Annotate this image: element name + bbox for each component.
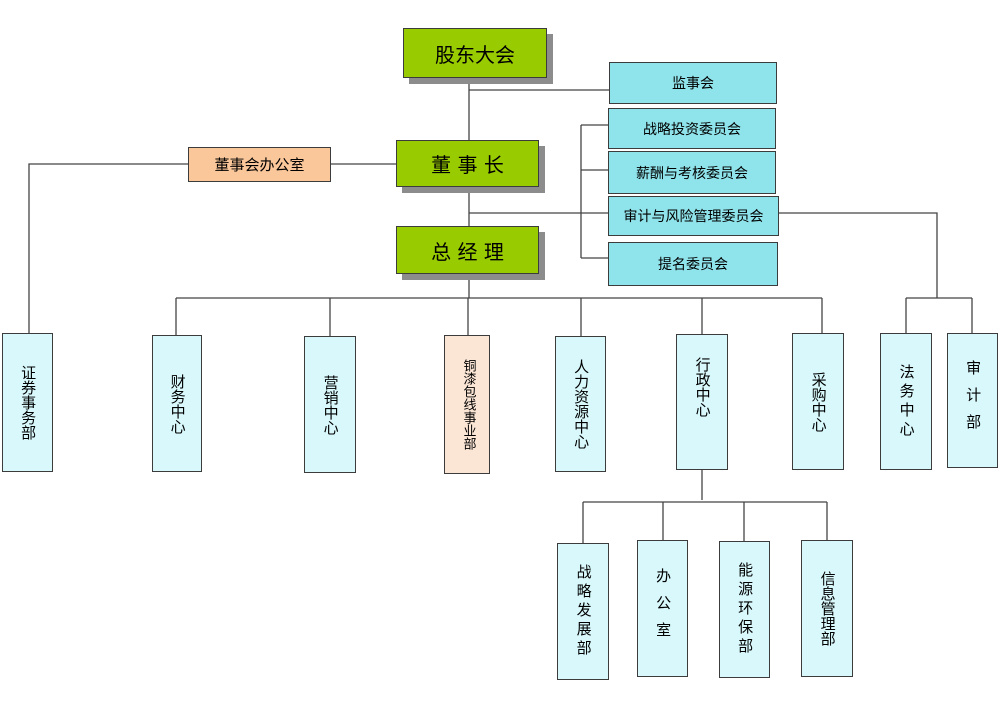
admin-sub-strategy: 战略发展部 <box>557 543 609 680</box>
dept-marketing: 营销中心 <box>304 336 356 473</box>
admin-sub-energy-label: 能源环保部 <box>736 562 755 657</box>
dept-hr-label: 人力资源中心 <box>572 359 591 449</box>
chairman-label: 董 事 长 <box>431 153 504 177</box>
general-manager-box: 总 经 理 <box>396 226 539 274</box>
committee-compensation: 薪酬与考核委员会 <box>608 151 776 194</box>
committee-label: 战略投资委员会 <box>643 121 741 138</box>
shareholders-meeting-box: 股东大会 <box>403 28 547 78</box>
committee-strategy-investment: 战略投资委员会 <box>608 108 776 149</box>
dept-copper-wire-label: 铜漆包线事业部 <box>460 359 476 450</box>
dept-purchase-label: 采购中心 <box>809 371 828 432</box>
admin-sub-strategy-label: 战略发展部 <box>574 564 593 659</box>
committee-label: 审计与风险管理委员会 <box>623 209 764 225</box>
admin-sub-office: 办公室 <box>637 540 688 677</box>
committee-label: 提名委员会 <box>658 257 728 273</box>
shareholders-meeting-label: 股东大会 <box>435 42 515 67</box>
admin-sub-energy: 能源环保部 <box>719 541 770 678</box>
dept-finance-label: 财务中心 <box>168 373 187 434</box>
dept-copper-wire: 铜漆包线事业部 <box>444 335 490 474</box>
committee-audit-risk: 审计与风险管理委员会 <box>608 196 779 236</box>
board-office-label: 董事会办公室 <box>214 156 305 174</box>
dept-admin-label: 行政中心 <box>693 357 712 417</box>
committee-nomination: 提名委员会 <box>608 242 778 286</box>
admin-sub-info: 信息管理部 <box>801 540 853 677</box>
dept-securities: 证券事务部 <box>2 333 53 472</box>
committee-label: 薪酬与考核委员会 <box>636 165 748 182</box>
dept-legal: 法务中心 <box>880 333 932 470</box>
admin-sub-office-label: 办公室 <box>654 568 673 649</box>
dept-hr: 人力资源中心 <box>555 336 606 472</box>
dept-audit: 审计部 <box>947 333 998 468</box>
admin-sub-info-label: 信息管理部 <box>818 571 837 646</box>
general-manager-label: 总 经 理 <box>431 239 504 264</box>
dept-admin: 行政中心 <box>676 334 728 470</box>
dept-marketing-label: 营销中心 <box>321 374 340 435</box>
supervisors-label: 监事会 <box>672 76 714 92</box>
chairman-box: 董 事 长 <box>396 140 539 187</box>
connector-legal-audit-branch <box>779 212 938 298</box>
dept-audit-label: 审计部 <box>964 360 983 441</box>
dept-securities-label: 证券事务部 <box>19 365 38 440</box>
dept-legal-label: 法务中心 <box>897 363 916 440</box>
supervisors-box: 监事会 <box>609 62 777 104</box>
connector-securities <box>28 163 188 333</box>
dept-finance: 财务中心 <box>152 335 202 472</box>
board-office-box: 董事会办公室 <box>188 147 331 182</box>
dept-purchase: 采购中心 <box>792 333 844 470</box>
